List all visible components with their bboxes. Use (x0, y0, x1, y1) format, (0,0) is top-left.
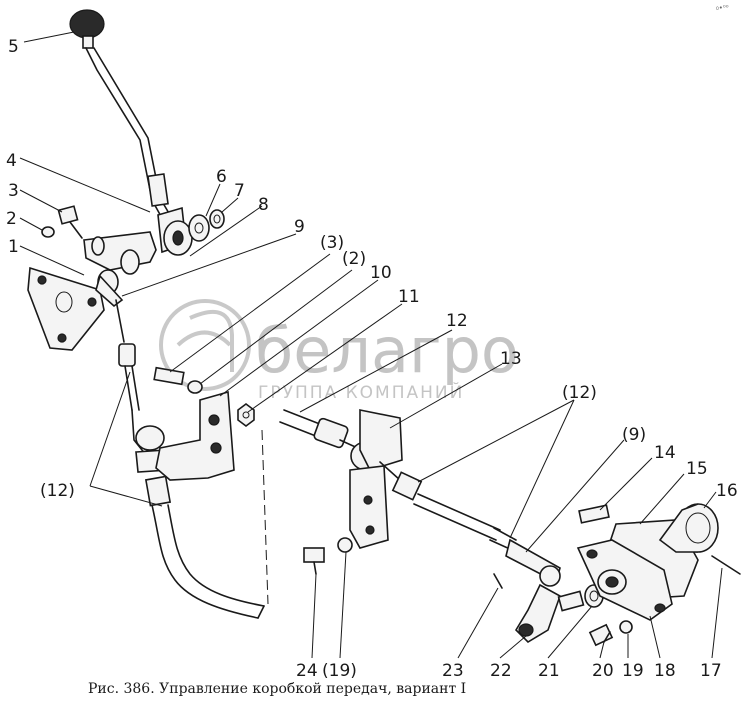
corner-mark: ₀•⁰⁰ (716, 4, 729, 12)
support-bracket-1 (27, 205, 157, 351)
fasteners-bottom (303, 537, 633, 647)
callout-9-paren: (9) (622, 425, 646, 445)
callout-15: 15 (686, 459, 708, 479)
bracket-13 (359, 409, 403, 471)
bolt-3-lower (153, 366, 185, 386)
callout-16: 16 (716, 481, 738, 501)
callout-14: 14 (654, 443, 676, 463)
callout-7: 7 (234, 181, 245, 201)
callout-21: 21 (538, 661, 560, 681)
washer-19-left (337, 537, 353, 553)
callout-19-paren: (19) (322, 661, 357, 681)
lever-22 (493, 538, 604, 644)
spring-washer-7 (209, 209, 225, 229)
callout-12-paren-right: (12) (562, 383, 597, 403)
callout-13: 13 (500, 349, 522, 369)
callout-19: 19 (622, 661, 644, 681)
leader-lines (19, 31, 723, 659)
watermark-subtitle: ГРУППА КОМПАНИЙ (258, 381, 464, 403)
callout-9: 9 (294, 217, 305, 237)
callout-17: 17 (700, 661, 722, 681)
callout-4: 4 (6, 151, 17, 171)
shift-knob (69, 9, 105, 39)
callout-23: 23 (442, 661, 464, 681)
housing-assembly (576, 503, 741, 621)
nut-11 (237, 403, 255, 427)
callout-20: 20 (592, 661, 614, 681)
callout-3: 3 (8, 181, 19, 201)
callout-8: 8 (258, 195, 269, 215)
bracket-10 (153, 366, 255, 481)
callout-11: 11 (398, 287, 420, 307)
callout-2: 2 (6, 209, 17, 229)
bolt-14 (578, 504, 610, 524)
shift-lever-assembly (69, 9, 225, 256)
callout-12: 12 (446, 311, 468, 331)
centerline (261, 429, 269, 605)
callout-6: 6 (216, 167, 227, 187)
washer-2 (41, 226, 55, 238)
callout-3-paren: (3) (320, 233, 344, 253)
callout-12-paren-left: (12) (40, 481, 75, 501)
washer-2-lower (187, 380, 203, 394)
callout-10: 10 (370, 263, 392, 283)
figure-caption: Рис. 386. Управление коробкой передач, в… (88, 681, 467, 697)
callout-1: 1 (8, 237, 19, 257)
callout-labels: 5 4 3 2 1 6 7 8 9 (3) (2) 10 11 12 13 (1… (6, 37, 738, 681)
watermark-logo: белагро ГРУППА КОМПАНИЙ (159, 299, 519, 403)
watermark-brand: белагро (255, 314, 519, 387)
shift-rod-left (115, 299, 265, 619)
split-pin-23 (493, 573, 503, 589)
washer-6 (188, 214, 210, 242)
callout-22: 22 (490, 661, 512, 681)
callout-18: 18 (654, 661, 676, 681)
bolt-3 (57, 205, 79, 225)
callout-2-paren: (2) (342, 249, 366, 269)
ball-joint (135, 425, 165, 451)
washer-19-right (619, 620, 633, 634)
shift-rod-right (279, 409, 517, 551)
bolt-24 (303, 547, 325, 563)
flex-hose (151, 504, 259, 619)
callout-5: 5 (8, 37, 19, 57)
callout-24: 24 (296, 661, 318, 681)
pin-17 (711, 555, 741, 575)
